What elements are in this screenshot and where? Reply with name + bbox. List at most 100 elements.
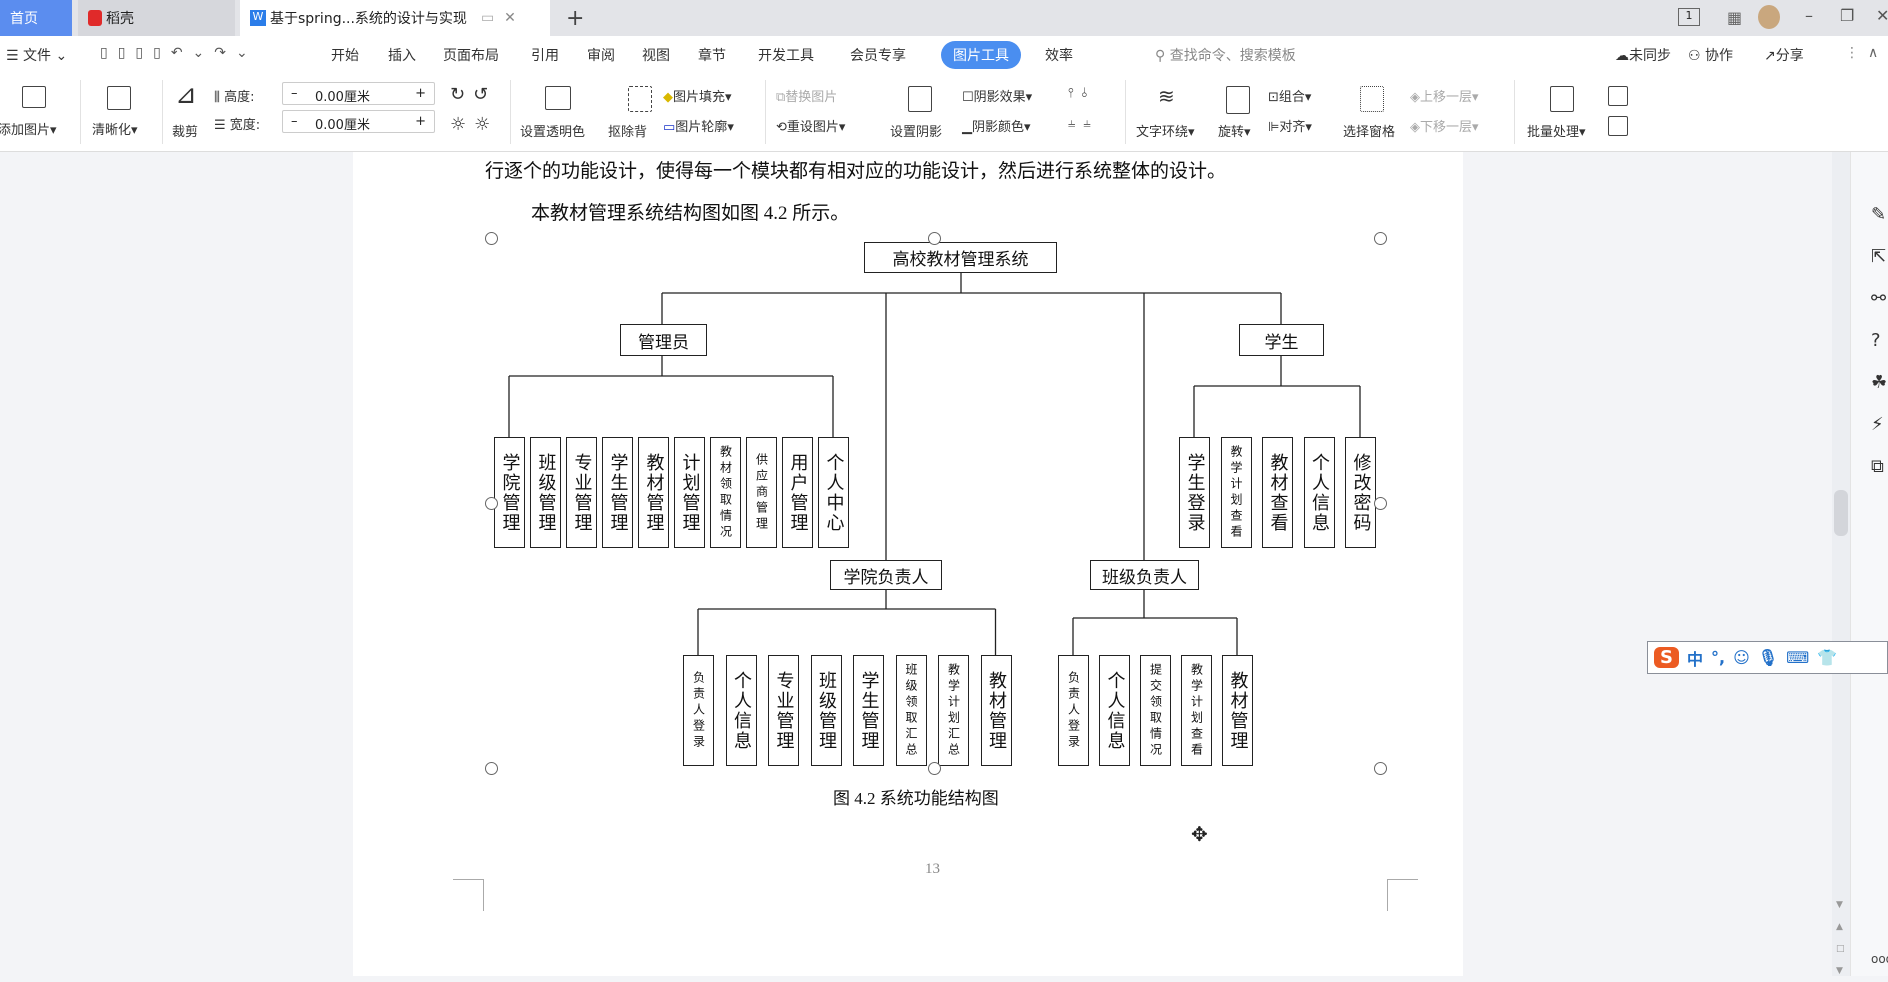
- collab-button[interactable]: ⚇ 协作: [1688, 48, 1734, 64]
- label: 对齐: [1279, 120, 1306, 135]
- share-button[interactable]: ↗分享: [1764, 48, 1804, 64]
- diagram-node: 专业管理: [768, 655, 799, 766]
- resize-handle[interactable]: [485, 232, 498, 245]
- more-icon[interactable]: ⋮: [1845, 45, 1859, 61]
- picture-fill-button[interactable]: ◆图片填充▾: [663, 90, 732, 105]
- layout-icon[interactable]: 1: [1678, 8, 1700, 26]
- width-label: ☰ 宽度:: [214, 118, 261, 133]
- page-nav-icons[interactable]: ▼▲□▼: [1836, 900, 1845, 976]
- search-placeholder: 查找命令、搜索模板: [1169, 48, 1296, 64]
- pin-icon[interactable]: ▭: [480, 10, 495, 26]
- shadow-nudge-icons[interactable]: ⫨⫨: [1068, 116, 1099, 131]
- close-window-button[interactable]: ✕: [1876, 6, 1888, 25]
- search-command[interactable]: ⚲ 查找命令、搜索模板: [1155, 45, 1296, 65]
- label: 阴影颜色: [972, 120, 1025, 135]
- sharpen-button[interactable]: 清晰化▾: [92, 123, 138, 138]
- menu-picture-tools[interactable]: 图片工具: [941, 41, 1021, 69]
- tab-docer[interactable]: 稻壳: [78, 0, 235, 36]
- fill-icon: ◆: [663, 90, 673, 105]
- menu-review[interactable]: 审阅: [587, 48, 615, 64]
- skin-icon[interactable]: 👕: [1817, 648, 1838, 667]
- shadow-effect-button[interactable]: ☐阴影效果▾: [962, 90, 1033, 105]
- more-icon[interactable]: ooo: [1871, 952, 1888, 966]
- menu-member[interactable]: 会员专享: [850, 48, 906, 64]
- rotate-button[interactable]: 旋转▾: [1218, 125, 1251, 140]
- convert-word-icon[interactable]: [1608, 86, 1628, 106]
- tab-home[interactable]: 首页: [0, 0, 72, 36]
- quick-access-toolbar[interactable]: ▯▯▯▯↶⌄↷⌄: [100, 45, 258, 61]
- sidebar-tools[interactable]: ✎⇱⚯?☘⚡⧉: [1871, 204, 1888, 477]
- text-wrap-button[interactable]: 文字环绕▾: [1136, 125, 1195, 140]
- set-transparent-button[interactable]: 设置透明色: [520, 125, 586, 140]
- file-menu[interactable]: ☰ 文件 ⌄: [6, 48, 68, 64]
- remove-bg-button[interactable]: 抠除背: [608, 125, 648, 140]
- collapse-ribbon-icon[interactable]: ∧: [1868, 45, 1879, 61]
- reset-picture-button[interactable]: ⟲重设图片▾: [776, 120, 846, 135]
- microphone-icon[interactable]: 🎙: [1757, 648, 1779, 667]
- resize-handle[interactable]: [1374, 497, 1387, 510]
- resize-handle[interactable]: [485, 497, 498, 510]
- ime-toolbar[interactable]: S 中 °, ☺ 🎙 ⌨ 👕: [1647, 641, 1888, 674]
- resize-handle[interactable]: [928, 232, 941, 245]
- menu-start[interactable]: 开始: [331, 48, 359, 64]
- picture-outline-button[interactable]: ▭图片轮廓▾: [663, 120, 734, 135]
- select-pane-button[interactable]: 选择窗格: [1343, 125, 1396, 140]
- menu-view[interactable]: 视图: [642, 48, 670, 64]
- minimize-button[interactable]: –: [1805, 6, 1813, 25]
- set-shadow-button[interactable]: 设置阴影: [890, 125, 943, 140]
- menu-reference[interactable]: 引用: [531, 48, 559, 64]
- restore-button[interactable]: ❐: [1840, 6, 1855, 25]
- menu-chapter[interactable]: 章节: [698, 48, 726, 64]
- writer-icon: W: [250, 10, 266, 26]
- ime-punctuation[interactable]: °,: [1710, 648, 1726, 667]
- add-picture-icon: [22, 86, 46, 108]
- search-icon: ⚲: [1155, 48, 1166, 64]
- label: 下移一层: [1420, 120, 1473, 135]
- replace-picture-button[interactable]: ⧉替换图片: [776, 90, 838, 105]
- height-input[interactable]: –0.00厘米+: [282, 82, 435, 105]
- width-input[interactable]: –0.00厘米+: [282, 110, 435, 133]
- divider: [80, 80, 81, 144]
- vertical-scrollbar[interactable]: ▼▲□▼: [1832, 152, 1850, 976]
- right-sidebar: ✎⇱⚯?☘⚡⧉ ooo: [1850, 152, 1888, 976]
- align-button[interactable]: ⊫对齐▾: [1268, 120, 1312, 135]
- menu-layout[interactable]: 页面布局: [443, 48, 499, 64]
- brightness-icons[interactable]: ☼☼: [450, 114, 499, 135]
- add-picture-button[interactable]: 添加图片▾: [0, 123, 57, 138]
- resize-handle[interactable]: [928, 762, 941, 775]
- diagram-node: 教材查看: [1262, 437, 1293, 548]
- crop-button[interactable]: 裁剪: [172, 125, 199, 140]
- convert-pdf-icon[interactable]: [1608, 116, 1628, 136]
- ime-language[interactable]: 中: [1686, 649, 1703, 669]
- resize-handle[interactable]: [485, 762, 498, 775]
- outline-icon: ▭: [663, 120, 676, 135]
- send-backward-button[interactable]: ◈下移一层▾: [1410, 120, 1479, 135]
- avatar[interactable]: [1758, 5, 1780, 29]
- menu-developer[interactable]: 开发工具: [758, 48, 814, 64]
- menu-insert[interactable]: 插入: [388, 48, 416, 64]
- shadow-color-button[interactable]: ▁阴影颜色▾: [962, 120, 1031, 135]
- resize-handle[interactable]: [1374, 232, 1387, 245]
- batch-button[interactable]: 批量处理▾: [1527, 125, 1586, 140]
- emoji-icon[interactable]: ☺: [1733, 648, 1750, 667]
- diagram-node: 计划管理: [674, 437, 705, 548]
- diagram-node: 高校教材管理系统: [864, 242, 1057, 273]
- shadow-nudge-icons[interactable]: ⫯⫰: [1068, 86, 1096, 101]
- ribbon: 添加图片▾ 清晰化▾ ⊿ 裁剪 ⫼ 高度: ☰ 宽度: –0.00厘米+ –0.…: [0, 74, 1888, 152]
- rotate-icons[interactable]: ↻↺: [450, 84, 497, 105]
- resize-handle[interactable]: [1374, 762, 1387, 775]
- group-button[interactable]: ⊡组合▾: [1268, 90, 1312, 105]
- bring-forward-button[interactable]: ◈上移一层▾: [1410, 90, 1479, 105]
- sync-button[interactable]: ☁未同步: [1615, 48, 1671, 64]
- menu-efficiency[interactable]: 效率: [1045, 48, 1073, 64]
- document-page[interactable]: 行逐个的功能设计，使得每一个模块都有相对应的功能设计，然后进行系统整体的设计。 …: [353, 152, 1463, 976]
- new-tab-button[interactable]: +: [566, 5, 585, 31]
- tab-document[interactable]: W 基于spring...系统的设计与实现 ▭ ✕: [240, 0, 550, 36]
- close-icon[interactable]: ✕: [504, 10, 516, 26]
- file-label: 文件: [23, 48, 52, 64]
- keyboard-icon[interactable]: ⌨: [1786, 648, 1810, 667]
- apps-grid-icon[interactable]: ▦: [1727, 8, 1743, 27]
- structure-diagram[interactable]: 高校教材管理系统管理员学生学院负责人班级负责人学院管理班级管理专业管理学生管理教…: [353, 152, 1463, 852]
- scroll-thumb[interactable]: [1834, 490, 1848, 536]
- margin-mark-left: [453, 879, 484, 911]
